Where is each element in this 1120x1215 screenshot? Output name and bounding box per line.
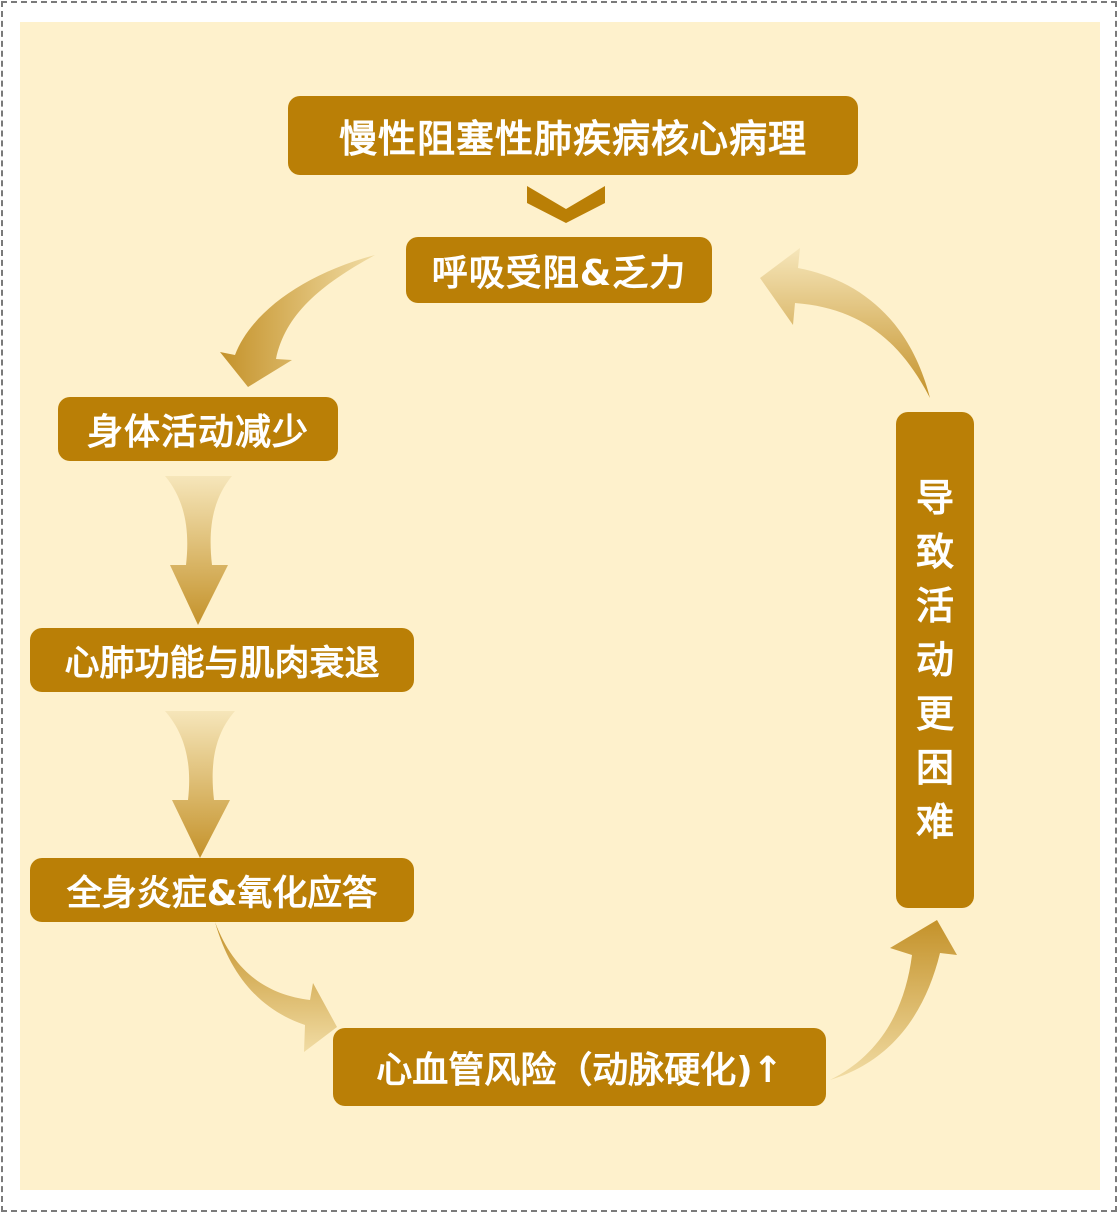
curved-arrow-cardio-to-harder <box>830 920 957 1080</box>
node-harder: 导 致 活 动 更 困 难 <box>896 412 974 908</box>
node-decline: 心肺功能与肌肉衰退 <box>30 628 414 692</box>
char: 活 <box>915 584 954 628</box>
down-arrow-activity-to-decline <box>165 476 232 625</box>
chevron-down-icon <box>527 186 605 223</box>
char: 难 <box>915 800 954 844</box>
curved-arrow-harder-to-breathing <box>760 248 930 398</box>
char: 导 <box>915 476 954 520</box>
node-inflammation: 全身炎症&氧化应答 <box>30 858 414 922</box>
node-cardio: 心血管风险（动脉硬化)↑ <box>333 1028 826 1106</box>
node-activity: 身体活动减少 <box>58 397 338 461</box>
curved-arrow-breathing-to-activity <box>220 255 375 387</box>
node-breathing: 呼吸受阻&乏力 <box>406 237 712 303</box>
down-arrow-decline-to-inflammation <box>165 711 235 858</box>
char: 动 <box>915 638 954 682</box>
core-pathology-title: 慢性阻塞性肺疾病核心病理 <box>288 96 858 175</box>
char: 致 <box>915 530 954 574</box>
char: 更 <box>915 692 954 736</box>
curved-arrow-inflammation-to-cardio <box>215 922 337 1052</box>
char: 困 <box>915 746 954 790</box>
